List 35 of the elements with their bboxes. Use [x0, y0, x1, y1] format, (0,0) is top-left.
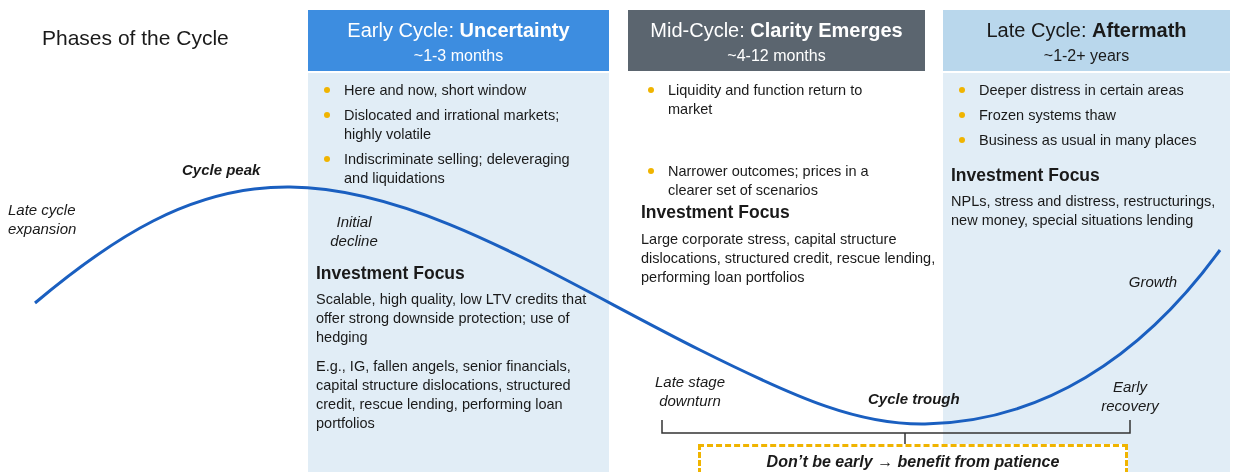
curve-label: Cycle peak	[182, 160, 262, 179]
duration-text: ~1-2+ years	[1042, 46, 1131, 66]
curve-label: Cycle trough	[868, 389, 961, 408]
bullet-text: Narrower outcomes; prices in a clearer set of scenarios	[640, 162, 902, 200]
body-text: NPLs, stress and distress, restructurings, new money, special situations lending	[951, 192, 1217, 230]
section-heading: Investment Focus	[316, 262, 466, 284]
curve-label: Initial decline	[329, 212, 379, 250]
body-text: Large corporate stress, capital structure dislocations, structured credit, rescue lending, performing loan portfolios	[641, 230, 936, 287]
bullet-text: Liquidity and function return to market	[640, 81, 902, 119]
phase-title: Late Cycle: Aftermath	[985, 18, 1188, 42]
phase-header	[943, 10, 1230, 71]
phase-header	[628, 10, 925, 71]
phase-panel	[308, 73, 609, 472]
callout-box	[698, 444, 1128, 472]
phase-title: Early Cycle: Uncertainty	[346, 18, 571, 42]
bullet-text: Deeper distress in certain areas	[951, 81, 1222, 100]
diagram-title: Phases of the Cycle	[42, 26, 229, 50]
curve-label: Growth	[1127, 272, 1179, 291]
bullet-text: Business as usual in many places	[951, 131, 1222, 150]
callout-text: Don’t be early → benefit from patience	[765, 452, 1061, 471]
curve-label: Early recovery	[1100, 377, 1161, 415]
bullet-text: Here and now, short window	[316, 81, 587, 100]
section-heading: Investment Focus	[641, 201, 791, 223]
bullet-text: Dislocated and irrational markets; highly volatile	[316, 106, 587, 144]
curve-label: Late cycle expansion	[8, 200, 78, 238]
body-text: E.g., IG, fallen angels, senior financials, capital structure dislocations, structured credit, rescue lending, performing loan portfolios	[316, 357, 572, 433]
bullet-text: Frozen systems thaw	[951, 106, 1222, 125]
body-text: Scalable, high quality, low LTV credits that offer strong downside protection; use of hedging	[316, 290, 587, 347]
curve-label: Late stage downturn	[653, 372, 727, 410]
phase-title: Mid-Cycle: Clarity Emerges	[649, 18, 904, 42]
duration-text: ~1-3 months	[412, 46, 505, 66]
section-heading: Investment Focus	[951, 164, 1101, 186]
duration-text: ~4-12 months	[726, 46, 827, 66]
phase-header	[308, 10, 609, 71]
bullet-text: Indiscriminate selling; deleveraging and liquidations	[316, 150, 587, 188]
